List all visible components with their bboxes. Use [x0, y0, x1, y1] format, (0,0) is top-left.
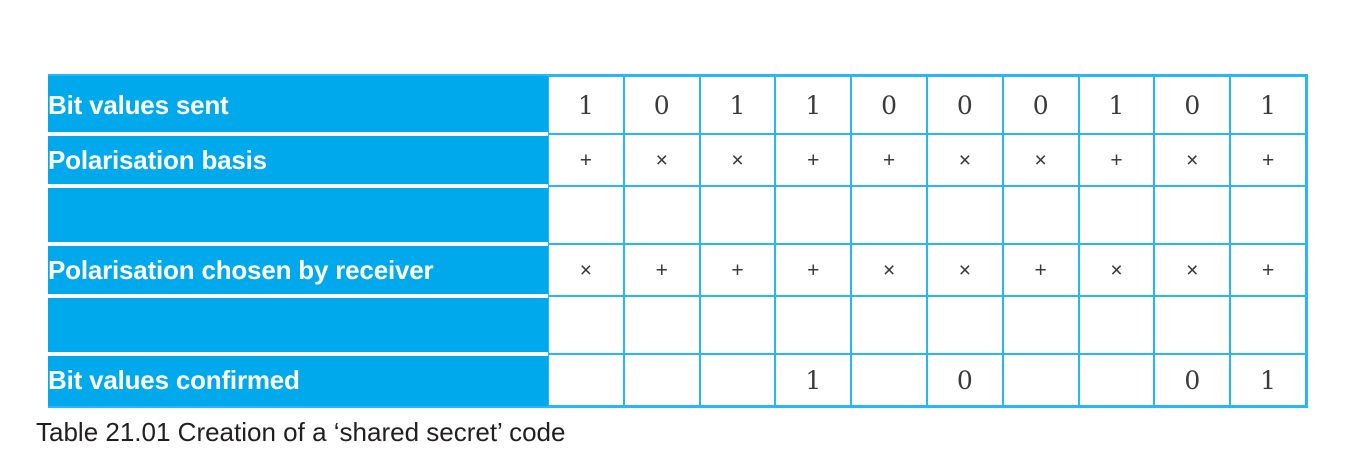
cell-r5-c5: 0: [926, 354, 1003, 406]
cell-r2-c8: [1154, 186, 1231, 244]
cell-r4-c5: [926, 296, 1003, 354]
cell-r0-c8: 0: [1154, 76, 1231, 134]
cell-r0-c5: 0: [926, 76, 1003, 134]
cell-r3-c5: ×: [926, 244, 1003, 296]
cell-r3-c8: ×: [1154, 244, 1231, 296]
cell-r5-c2: [699, 354, 776, 406]
table-figure: Bit values sent 1 0 1 1 0 0 0 1 0 1 Pola…: [48, 74, 1308, 408]
table-caption: Table 21.01 Creation of a ‘shared secret…: [36, 417, 566, 447]
cell-r3-c9: +: [1230, 244, 1306, 296]
cell-r1-c4: +: [851, 134, 927, 186]
cell-r5-c7: [1078, 354, 1155, 406]
cell-r1-c2: ×: [699, 134, 776, 186]
table-row: [48, 186, 1306, 244]
cell-r1-c1: ×: [623, 134, 700, 186]
table-body: Bit values sent 1 0 1 1 0 0 0 1 0 1 Pola…: [48, 76, 1306, 406]
cell-r3-c7: ×: [1078, 244, 1155, 296]
cell-r3-c4: ×: [851, 244, 927, 296]
cell-r0-c2: 1: [699, 76, 776, 134]
cell-r3-c1: +: [623, 244, 700, 296]
cell-r3-c3: +: [775, 244, 852, 296]
cell-r2-c6: [1002, 186, 1079, 244]
cell-r1-c0: +: [548, 134, 624, 186]
cell-r5-c1: [623, 354, 700, 406]
cell-r2-c1: [623, 186, 700, 244]
cell-r4-c0: [548, 296, 624, 354]
cell-r4-c2: [699, 296, 776, 354]
cell-r2-c7: [1078, 186, 1155, 244]
cell-r5-c3: 1: [775, 354, 852, 406]
cell-r2-c0: [548, 186, 624, 244]
cell-r2-c4: [851, 186, 927, 244]
row-label-bit-values-sent: Bit values sent: [48, 76, 548, 134]
cell-r0-c9: 1: [1230, 76, 1306, 134]
cell-r1-c8: ×: [1154, 134, 1231, 186]
cell-r1-c7: +: [1078, 134, 1155, 186]
cell-r5-c0: [548, 354, 624, 406]
cell-r5-c4: [851, 354, 927, 406]
cell-r5-c9: 1: [1230, 354, 1306, 406]
cell-r3-c0: ×: [548, 244, 624, 296]
cell-r2-c5: [926, 186, 1003, 244]
shared-secret-table: Bit values sent 1 0 1 1 0 0 0 1 0 1 Pola…: [48, 74, 1308, 408]
cell-r4-c7: [1078, 296, 1155, 354]
cell-r4-c1: [623, 296, 700, 354]
cell-r0-c1: 0: [623, 76, 700, 134]
cell-r3-c6: +: [1002, 244, 1079, 296]
table-row: Bit values sent 1 0 1 1 0 0 0 1 0 1: [48, 76, 1306, 134]
cell-r2-c9: [1230, 186, 1306, 244]
cell-r5-c6: [1002, 354, 1079, 406]
cell-r0-c7: 1: [1078, 76, 1155, 134]
cell-r0-c4: 0: [851, 76, 927, 134]
cell-r1-c3: +: [775, 134, 852, 186]
row-label-polarisation-chosen-by-receiver: Polarisation chosen by receiver: [48, 244, 548, 296]
cell-r4-c4: [851, 296, 927, 354]
table-row: [48, 296, 1306, 354]
row-label-blank-2: [48, 296, 548, 354]
cell-r1-c9: +: [1230, 134, 1306, 186]
cell-r1-c6: ×: [1002, 134, 1079, 186]
cell-r5-c8: 0: [1154, 354, 1231, 406]
cell-r2-c3: [775, 186, 852, 244]
cell-r0-c3: 1: [775, 76, 852, 134]
row-label-blank-1: [48, 186, 548, 244]
cell-r4-c3: [775, 296, 852, 354]
cell-r4-c6: [1002, 296, 1079, 354]
table-row: Polarisation basis + × × + + × × + × +: [48, 134, 1306, 186]
table-row: Bit values confirmed 1 0 0 1: [48, 354, 1306, 406]
cell-r4-c8: [1154, 296, 1231, 354]
cell-r1-c5: ×: [926, 134, 1003, 186]
cell-r4-c9: [1230, 296, 1306, 354]
table-row: Polarisation chosen by receiver × + + + …: [48, 244, 1306, 296]
row-label-bit-values-confirmed: Bit values confirmed: [48, 354, 548, 406]
cell-r0-c6: 0: [1002, 76, 1079, 134]
cell-r3-c2: +: [699, 244, 776, 296]
row-label-polarisation-basis: Polarisation basis: [48, 134, 548, 186]
cell-r2-c2: [699, 186, 776, 244]
cell-r0-c0: 1: [548, 76, 624, 134]
